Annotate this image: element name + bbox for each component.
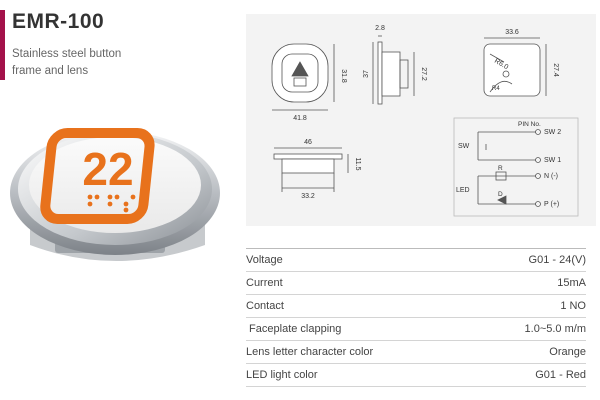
title-accent-bar xyxy=(0,10,5,80)
spec-row-lens-color: Lens letter character color Orange xyxy=(246,341,586,364)
spec-row-current: Current 15mA xyxy=(246,272,586,295)
spec-label: Voltage xyxy=(246,254,283,266)
spec-value: G01 - Red xyxy=(535,369,586,381)
spec-label: LED light color xyxy=(246,369,318,381)
bottom-view xyxy=(273,147,349,192)
side-outer-height-dim: 37 xyxy=(363,70,370,78)
diode-label: D xyxy=(498,191,503,198)
bottom-inner-width-dim: 33.2 xyxy=(301,193,315,200)
front-width-dim: 41.8 xyxy=(293,115,307,122)
spec-row-led-color: LED light color G01 - Red xyxy=(246,364,586,387)
technical-drawings: 41.8 31.8 2.8 37 27.2 33.6 27.4 R6.0 R4 … xyxy=(246,14,596,226)
orange-indicator-frame xyxy=(40,128,155,224)
spec-row-voltage: Voltage G01 - 24(V) xyxy=(246,248,586,272)
description-line-2: frame and lens xyxy=(12,65,89,77)
spec-table: Voltage G01 - 24(V) Current 15mA Contact… xyxy=(246,248,586,387)
spec-label: Lens letter character color xyxy=(246,346,374,358)
side-top-dim: 2.8 xyxy=(375,25,385,32)
front-height-dim: 31.8 xyxy=(340,69,347,83)
spec-value: 1 NO xyxy=(560,300,586,312)
pin-sw2-label: SW 2 xyxy=(544,129,561,136)
braille-dots xyxy=(87,194,136,213)
wiring-diagram xyxy=(453,117,579,217)
spec-row-contact: Contact 1 NO xyxy=(246,295,586,318)
led-label: LED xyxy=(456,187,470,194)
spec-value: Orange xyxy=(549,346,586,358)
pin-n-label: N (-) xyxy=(544,173,558,180)
spec-row-faceplate: Faceplate clapping 1.0~5.0 m/m xyxy=(246,318,586,341)
floor-number: 22 xyxy=(82,143,133,195)
resistor-label: R xyxy=(498,165,503,172)
product-image: 22 xyxy=(10,128,220,261)
rear-height-dim: 27.4 xyxy=(552,63,559,77)
spec-label: Faceplate clapping xyxy=(246,323,342,335)
description-line-1: Stainless steel button xyxy=(12,48,122,60)
lens xyxy=(29,137,201,233)
model-description: Stainless steel button frame and lens xyxy=(12,46,162,80)
bottom-width-dim: 46 xyxy=(304,139,312,146)
model-title: EMR-100 xyxy=(12,10,105,33)
side-view xyxy=(372,35,415,105)
rear-small-radius-dim: R4 xyxy=(492,86,500,92)
rear-view xyxy=(483,37,547,97)
sw-label: SW xyxy=(458,143,470,150)
bottom-height-dim: 11.5 xyxy=(354,157,361,170)
pin-sw1-label: SW 1 xyxy=(544,157,561,164)
rear-width-dim: 33.6 xyxy=(505,29,519,36)
spec-value: G01 - 24(V) xyxy=(528,254,586,266)
pin-title: PIN No. xyxy=(518,121,541,128)
side-inner-height-dim: 27.2 xyxy=(420,67,427,81)
pin-p-label: P (+) xyxy=(544,201,559,208)
front-view xyxy=(271,43,335,111)
spec-label: Contact xyxy=(246,300,284,312)
spec-value: 1.0~5.0 m/m xyxy=(524,323,586,335)
spec-value: 15mA xyxy=(557,277,586,289)
spec-label: Current xyxy=(246,277,283,289)
